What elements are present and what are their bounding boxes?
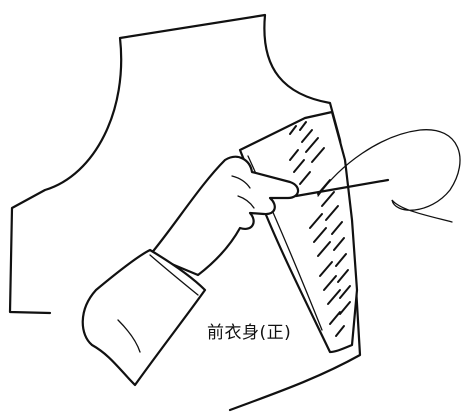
front-body-label: 前衣身(正) — [205, 318, 293, 343]
facing-piece — [240, 112, 357, 352]
